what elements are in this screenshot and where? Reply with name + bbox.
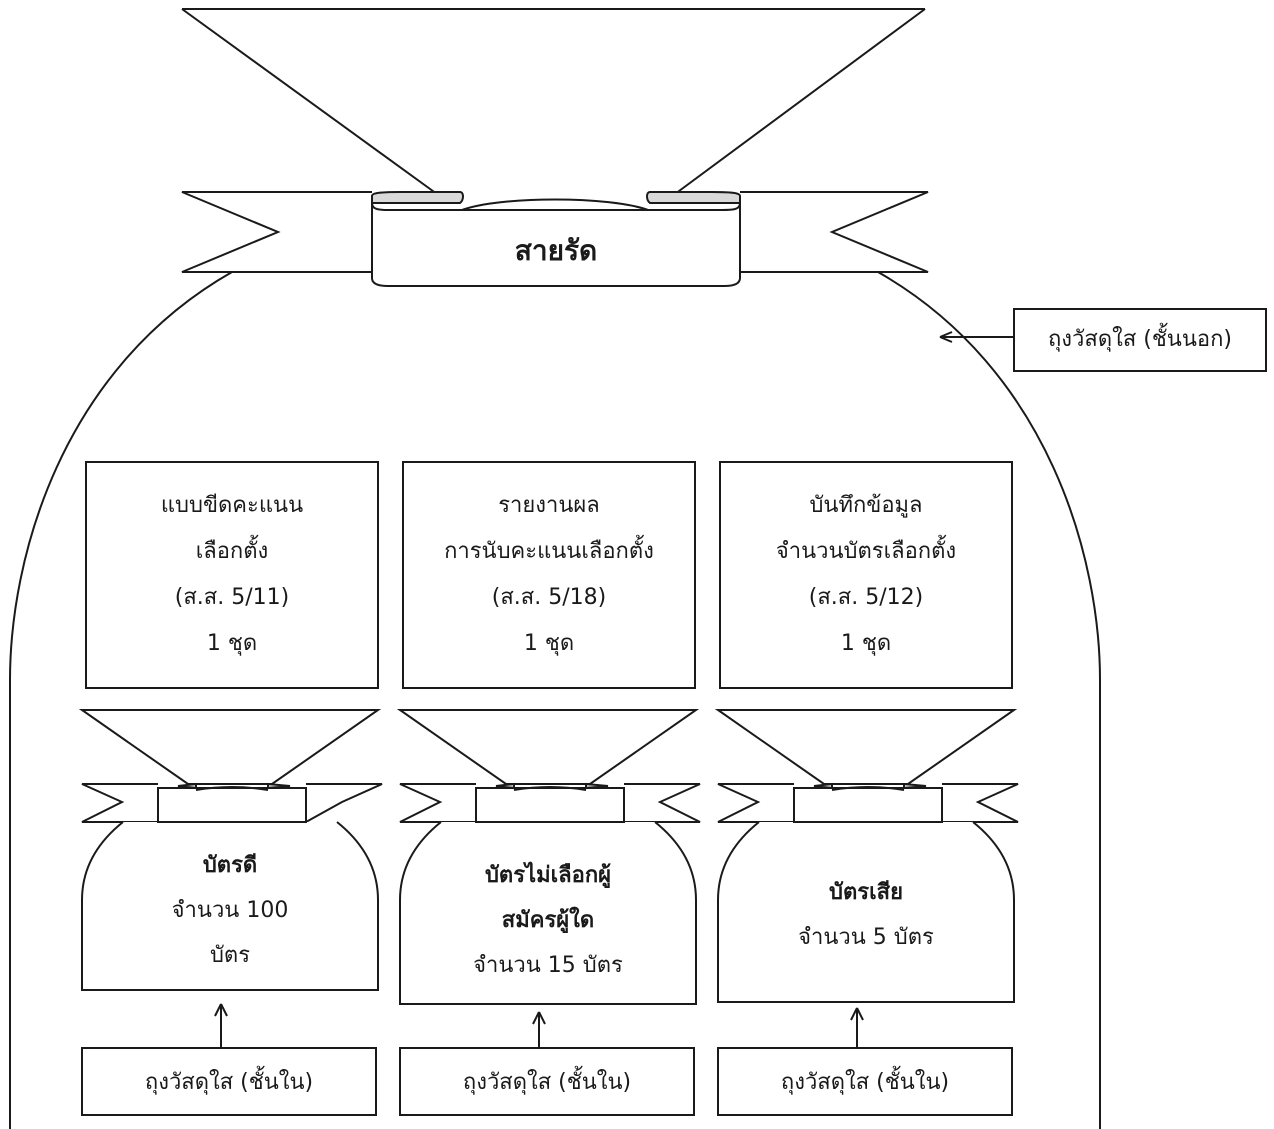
document-3-line-2: จำนวนบัตรเลือกตั้ง <box>775 539 957 564</box>
inner-bag-2 <box>396 709 701 1005</box>
document-text-2: รายงานผล การนับคะแนนเลือกตั้ง (ส.ส. 5/18… <box>403 462 695 688</box>
outer-tie-right-tail <box>740 191 929 273</box>
inner-bag-3 <box>714 709 1019 1003</box>
document-text-3: บันทึกข้อมูล จำนวนบัตรเลือกตั้ง (ส.ส. 5/… <box>720 462 1012 688</box>
inner-bag-label-1: ถุงวัสดุใส (ชั้นใน) <box>144 1070 314 1095</box>
inner-bag-label-3: ถุงวัสดุใส (ชั้นใน) <box>780 1070 950 1095</box>
inner-label-box-2 <box>399 1047 695 1116</box>
tie-label: สายรัด <box>514 234 598 267</box>
outer-bag-body <box>9 271 233 1129</box>
inner-bag-arrow-3 <box>850 1007 864 1048</box>
document-box-3 <box>719 461 1013 689</box>
outer-bag-funnel-left <box>181 8 438 195</box>
outer-bag-funnel-right <box>674 8 926 195</box>
inner-bag-3-detail: จำนวน 5 บัตร <box>798 925 934 950</box>
inner-bag-1-name: บัตรดี <box>202 852 258 878</box>
document-1-line-1: แบบขีดคะแนน <box>160 493 304 518</box>
inner-bag-3-name: บัตรเสีย <box>829 880 903 905</box>
inner-bag-arrow-2 <box>532 1011 546 1048</box>
document-box-1 <box>85 461 379 689</box>
outer-bag <box>9 8 1101 1129</box>
document-1-line-4: 1 ชุด <box>206 631 258 656</box>
document-2-line-3: (ส.ส. 5/18) <box>491 585 607 610</box>
document-3-line-3: (ส.ส. 5/12) <box>808 585 924 610</box>
inner-bag-3-text: บัตรเสีย จำนวน 5 บัตร <box>718 840 1014 990</box>
outer-tie-front <box>371 202 741 287</box>
outer-tie-left-tail <box>181 191 372 273</box>
inner-bag-1 <box>78 709 383 991</box>
document-3-line-4: 1 ชุด <box>840 631 892 656</box>
document-box-2 <box>402 461 696 689</box>
inner-bag-1-detail-2: บัตร <box>209 942 251 968</box>
outer-bag-label-box <box>1013 308 1267 372</box>
outer-tie-arch <box>461 198 649 211</box>
document-2-line-1: รายงานผล <box>498 493 600 518</box>
outer-bag-body-right <box>877 271 1101 1129</box>
inner-bag-2-detail: จำนวน 15 บัตร <box>473 952 623 978</box>
document-2-line-4: 1 ชุด <box>523 631 575 656</box>
inner-bag-label-2: ถุงวัสดุใส (ชั้นใน) <box>462 1070 632 1095</box>
document-1-line-2: เลือกตั้ง <box>195 539 269 564</box>
outer-tie-rolled-right <box>646 191 741 204</box>
outer-bag-label: ถุงวัสดุใส (ชั้นนอก) <box>1047 327 1232 352</box>
document-2-line-2: การนับคะแนนเลือกตั้ง <box>444 539 654 564</box>
inner-bag-arrow-1 <box>214 1003 228 1048</box>
inner-bag-2-name-2: สมัครผู้ใด <box>501 907 595 933</box>
inner-bag-2-name-1: บัตรไม่เลือกผู้ <box>484 862 612 888</box>
document-1-line-3: (ส.ส. 5/11) <box>174 585 290 610</box>
inner-bag-1-text: บัตรดี จำนวน 100 บัตร <box>82 830 378 990</box>
inner-bag-2-text: บัตรไม่เลือกผู้ สมัครผู้ใด จำนวน 15 บัตร <box>400 840 696 1000</box>
document-text-1: แบบขีดคะแนน เลือกตั้ง (ส.ส. 5/11) 1 ชุด <box>86 462 378 688</box>
inner-bag-1-detail-1: จำนวน 100 <box>171 897 289 923</box>
inner-label-box-3 <box>717 1047 1013 1116</box>
outer-bag-pointer <box>939 331 1014 343</box>
outer-tie-rolled-left <box>371 191 464 204</box>
document-3-line-1: บันทึกข้อมูล <box>809 493 923 518</box>
outer-tie-band <box>371 191 741 287</box>
inner-label-box-1 <box>81 1047 377 1116</box>
